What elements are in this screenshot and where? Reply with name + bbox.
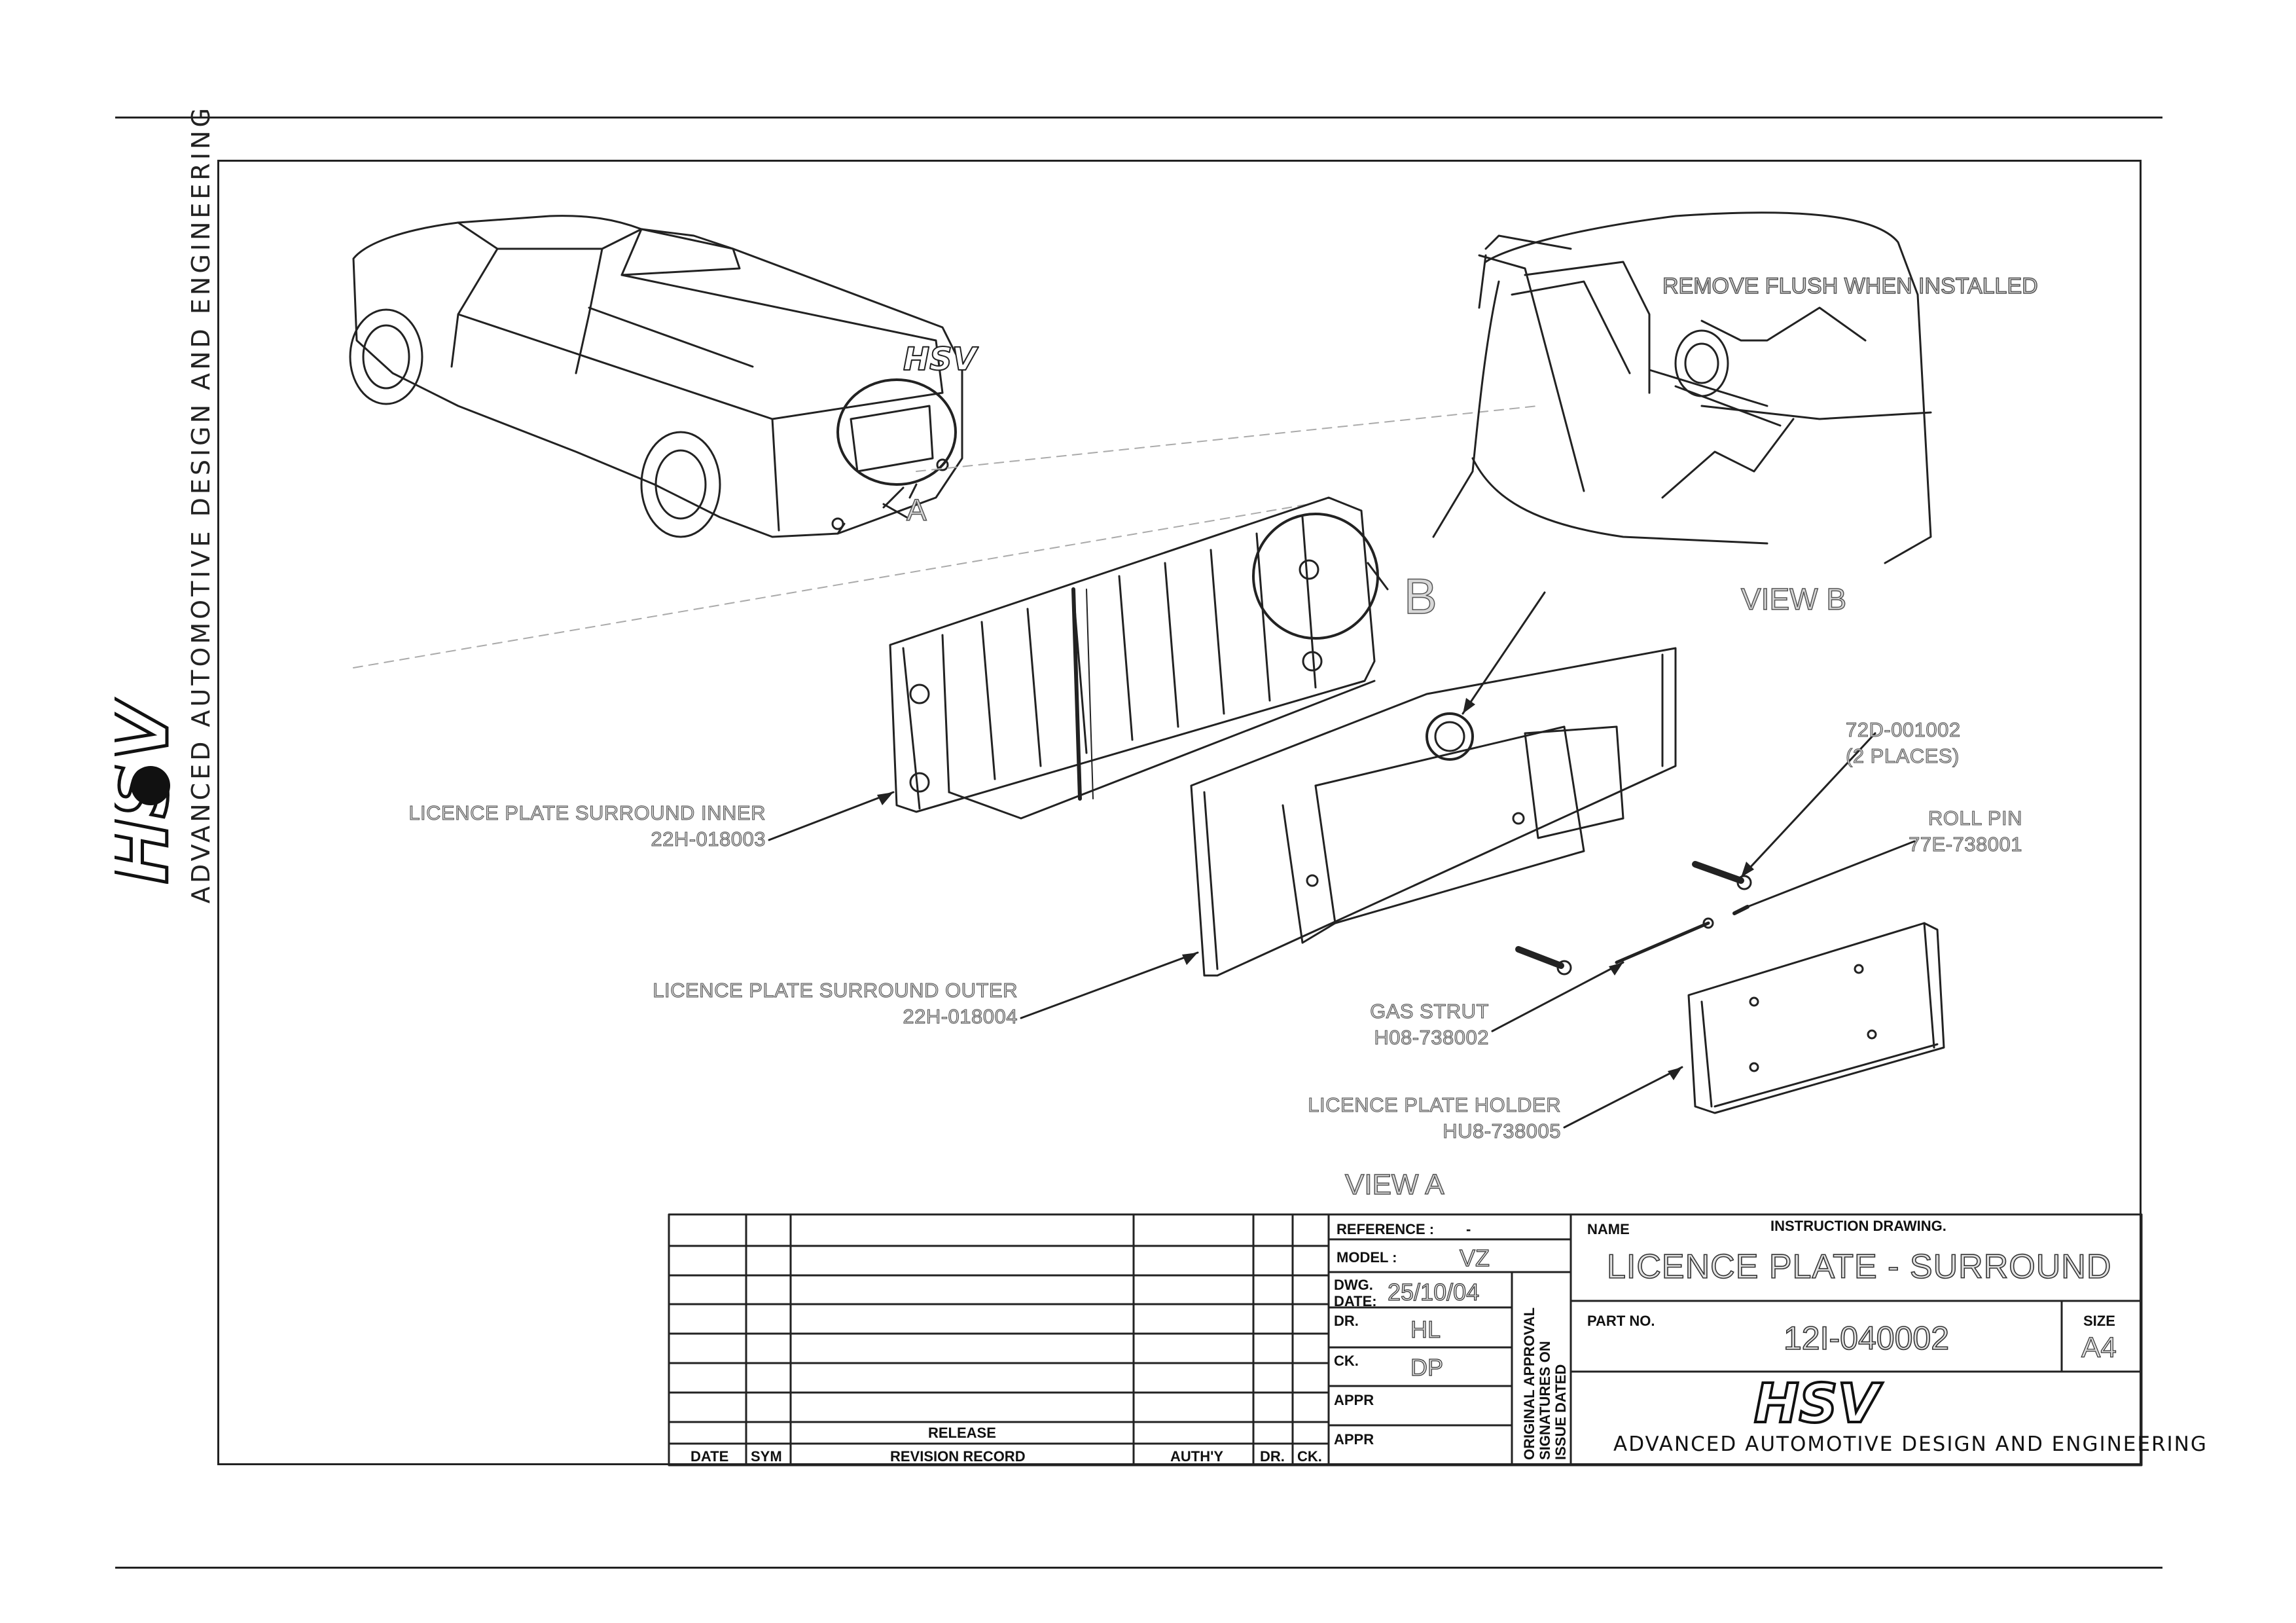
appr-label-2: APPR bbox=[1334, 1431, 1374, 1448]
revision-header-sym: SYM bbox=[751, 1448, 782, 1465]
view-a-label: VIEW A bbox=[1344, 1168, 1444, 1201]
model-value: VZ bbox=[1459, 1244, 1490, 1271]
approval-note-line-1: ORIGINAL APPROVAL bbox=[1521, 1307, 1537, 1460]
leader-lines bbox=[768, 280, 1916, 1129]
remove-flush-note: REMOVE FLUSH WHEN INSTALLED bbox=[1662, 273, 2038, 299]
view-b-detail bbox=[1432, 211, 1932, 564]
reference-value: - bbox=[1466, 1221, 1471, 1237]
gas-strut bbox=[1615, 921, 1710, 964]
approval-note: ORIGINAL APPROVAL SIGNATURES ON ISSUE DA… bbox=[1521, 1307, 1569, 1460]
size-label: SIZE bbox=[2083, 1313, 2115, 1329]
bottom-rule bbox=[115, 1567, 2162, 1569]
approval-note-line-3: ISSUE DATED bbox=[1552, 1364, 1569, 1460]
surround-inner-part-number: 22H-018003 bbox=[651, 828, 766, 851]
title-block-logo: HSV bbox=[1741, 1372, 1957, 1436]
gas-strut-name: GAS STRUT bbox=[1370, 1000, 1489, 1023]
dwg-date-label-2: DATE: bbox=[1334, 1293, 1377, 1309]
revision-header-date: DATE bbox=[691, 1448, 729, 1465]
part-no-value: 12I-040002 bbox=[1783, 1319, 1950, 1357]
name-heading: INSTRUCTION DRAWING. bbox=[1770, 1218, 1946, 1234]
gas-strut-callout: GAS STRUT H08-738002 bbox=[1296, 998, 1489, 1051]
projection-line-b bbox=[916, 405, 1539, 472]
hsv-title-logo-letters: HSV bbox=[1754, 1376, 1883, 1429]
fasteners bbox=[1515, 861, 1752, 976]
vehicle-hsv-logo-text: HSV bbox=[903, 341, 979, 378]
bolt-callout: 72D-001002 (2 PLACES) bbox=[1846, 717, 1961, 769]
marker-b: B bbox=[1403, 568, 1437, 625]
dwg-date-value: 25/10/04 bbox=[1387, 1278, 1480, 1305]
bolt-part-number: 72D-001002 bbox=[1846, 718, 1961, 742]
bolt-quantity: (2 PLACES) bbox=[1846, 744, 1960, 768]
ck-value: DP bbox=[1410, 1353, 1444, 1381]
title-block-grid bbox=[668, 1213, 2143, 1467]
marker-a: A bbox=[906, 492, 927, 528]
ck-label: CK. bbox=[1334, 1353, 1359, 1369]
surround-inner-name: LICENCE PLATE SURROUND INNER bbox=[408, 801, 766, 825]
top-rule bbox=[115, 117, 2162, 119]
drawing-title: LICENCE PLATE - SURROUND bbox=[1606, 1247, 2112, 1286]
surround-outer-part bbox=[1190, 647, 1677, 977]
part-no-label: PART NO. bbox=[1587, 1313, 1655, 1329]
projection-line-a bbox=[353, 503, 1310, 668]
roll-pin-part-number: 77E-738001 bbox=[1909, 833, 2022, 856]
roll-pin bbox=[1732, 905, 1749, 915]
view-b-label: VIEW B bbox=[1740, 581, 1847, 617]
revision-header-ck: CK. bbox=[1297, 1448, 1322, 1465]
surround-outer-part-number: 22H-018004 bbox=[903, 1005, 1018, 1029]
release-label: RELEASE bbox=[928, 1425, 996, 1441]
lion-emblem-icon bbox=[131, 766, 170, 805]
model-label: MODEL : bbox=[1336, 1249, 1397, 1266]
revision-header-authy: AUTH'Y bbox=[1170, 1448, 1224, 1465]
hsv-title-logo-icon: HSV bbox=[1753, 1372, 1884, 1436]
holder-name: LICENCE PLATE HOLDER bbox=[1308, 1093, 1561, 1117]
dr-label: DR. bbox=[1334, 1313, 1359, 1329]
revision-header-dr: DR. bbox=[1260, 1448, 1285, 1465]
holder-callout: LICENCE PLATE HOLDER HU8-738005 bbox=[1230, 1092, 1561, 1144]
holder-part-number: HU8-738005 bbox=[1443, 1120, 1561, 1143]
roll-pin-callout: ROLL PIN 77E-738001 bbox=[1859, 805, 2022, 858]
approval-note-line-2: SIGNATURES ON bbox=[1537, 1341, 1553, 1460]
surround-inner-callout: LICENCE PLATE SURROUND INNER 22H-018003 bbox=[340, 800, 766, 852]
dr-value: HL bbox=[1410, 1315, 1441, 1343]
surround-outer-callout: LICENCE PLATE SURROUND OUTER 22H-018004 bbox=[589, 977, 1018, 1030]
dwg-date-label-1: DWG. bbox=[1334, 1277, 1373, 1293]
licence-plate-holder-part bbox=[1687, 922, 1945, 1114]
size-value: A4 bbox=[2081, 1331, 2117, 1364]
hsv-badge-icon bbox=[1426, 712, 1474, 761]
revision-header-record: REVISION RECORD bbox=[890, 1448, 1026, 1465]
appr-label-1: APPR bbox=[1334, 1392, 1374, 1408]
reference-label: REFERENCE : bbox=[1336, 1221, 1435, 1237]
title-block-tagline: ADVANCED AUTOMOTIVE DESIGN AND ENGINEERI… bbox=[1613, 1432, 2208, 1456]
name-label: NAME bbox=[1587, 1221, 1630, 1237]
surround-outer-name: LICENCE PLATE SURROUND OUTER bbox=[653, 979, 1018, 1002]
ute-vehicle-illustration bbox=[349, 215, 963, 538]
roll-pin-name: ROLL PIN bbox=[1928, 807, 2022, 830]
bolt-1 bbox=[1692, 861, 1744, 884]
bolt-2 bbox=[1515, 946, 1564, 969]
gas-strut-part-number: H08-738002 bbox=[1374, 1026, 1489, 1049]
surround-inner-part bbox=[889, 496, 1389, 820]
